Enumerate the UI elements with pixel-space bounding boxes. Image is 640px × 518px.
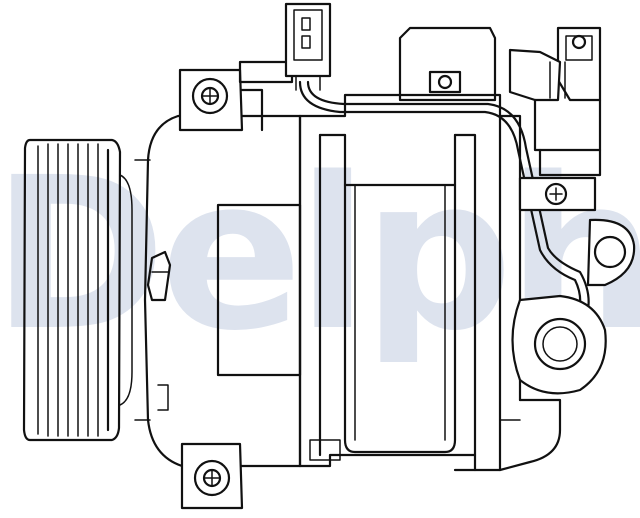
connector-icon (284, 2, 332, 91)
mounting-ear-icon (178, 60, 294, 132)
port-icon (498, 294, 607, 472)
sensor-icon (508, 26, 602, 177)
lower-fitting (309, 439, 341, 461)
clutch-housing (134, 114, 302, 468)
side-ear (586, 218, 636, 287)
wire-clamp (518, 176, 597, 212)
pulley-icon (22, 138, 133, 442)
top-block (398, 26, 497, 102)
bolt-icon (146, 250, 172, 411)
mounting-ear-bottom (180, 442, 244, 510)
compressor-body-icon (298, 93, 522, 472)
wire-harness (298, 80, 590, 326)
